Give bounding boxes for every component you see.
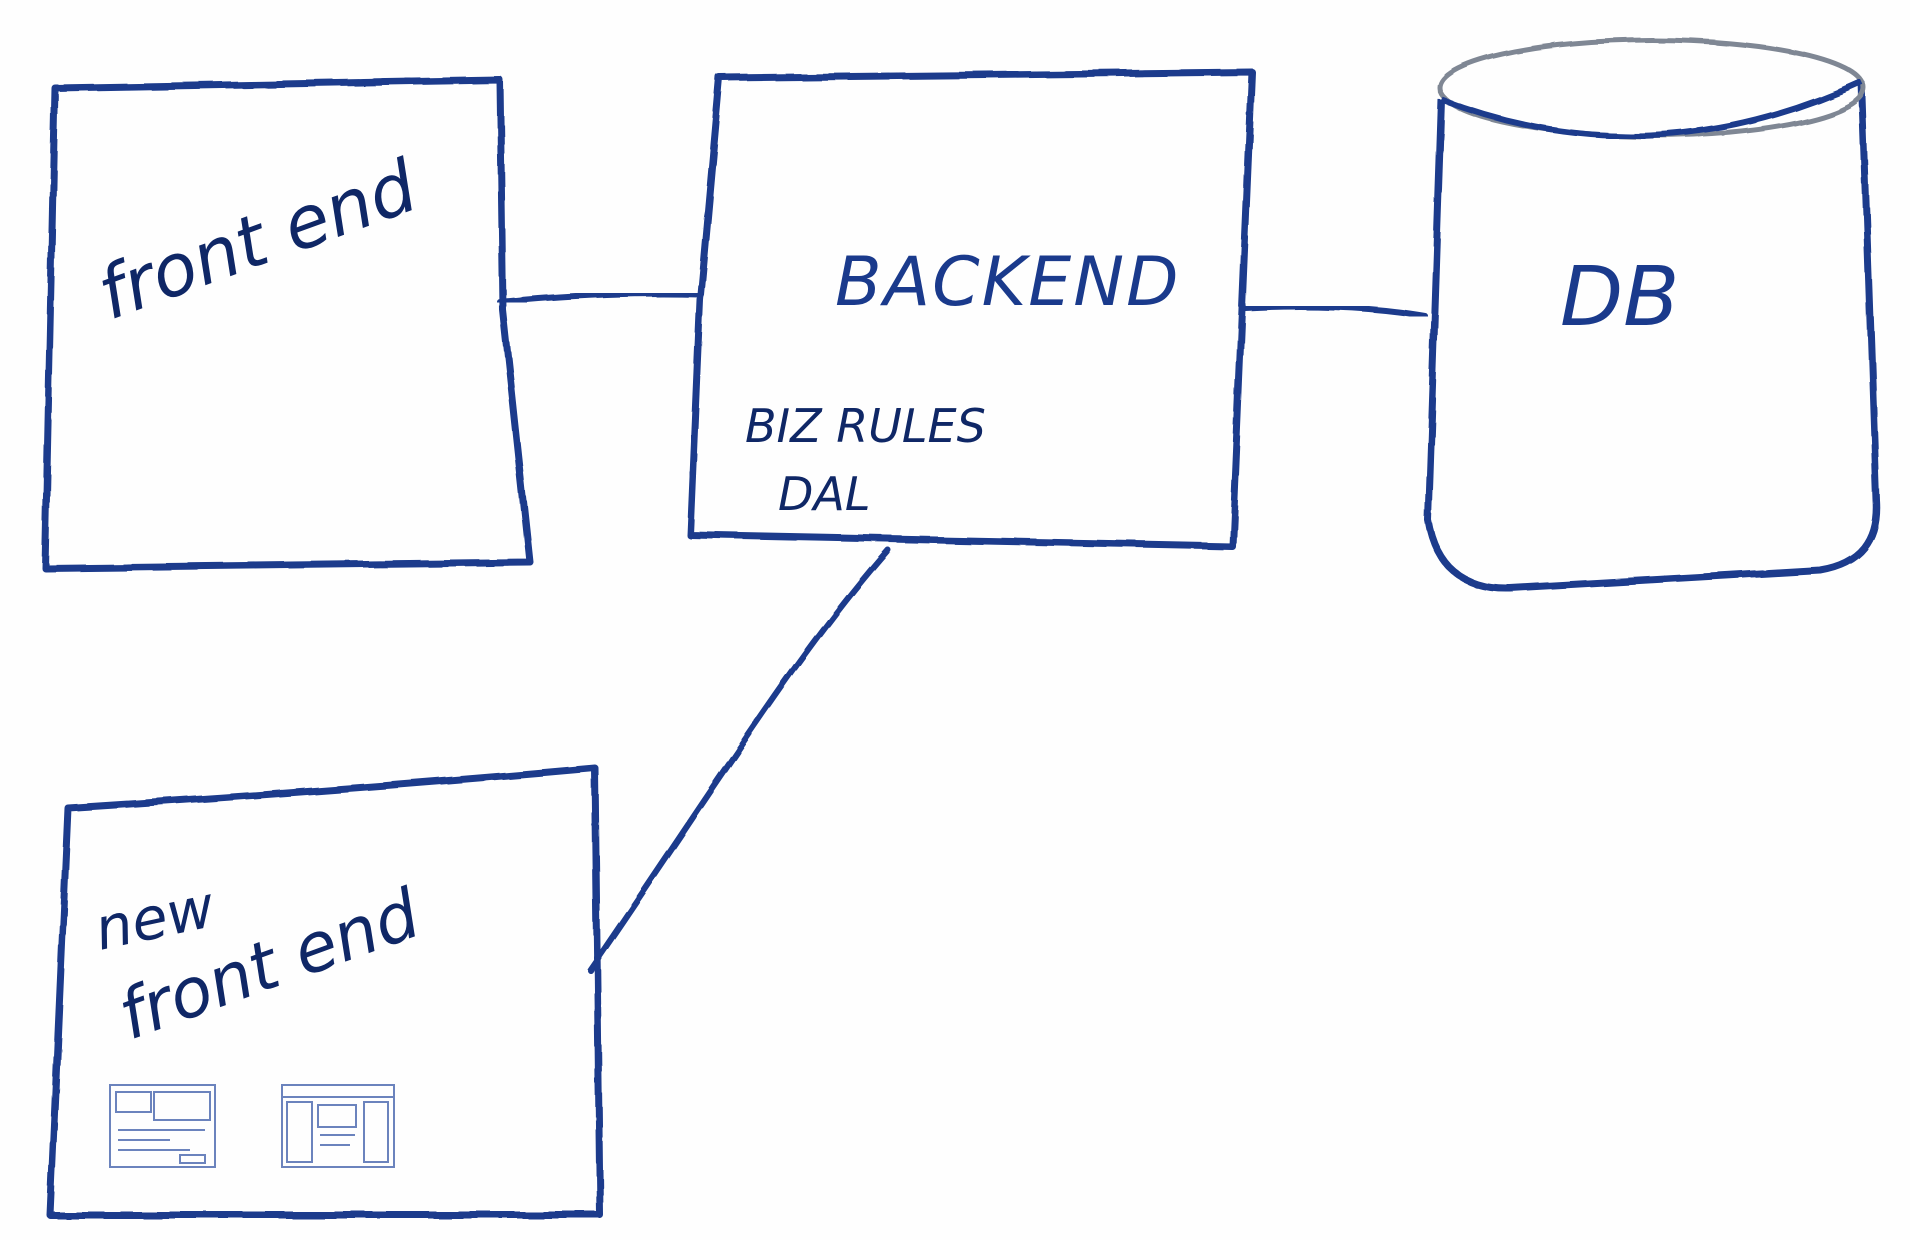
- db-cylinder-body: [1424, 81, 1880, 592]
- backend-note-dal: DAL: [778, 467, 871, 521]
- edge-backend-db: [1242, 303, 1428, 319]
- frontend-box: [41, 76, 534, 572]
- wireframe-sketch-2: [281, 1084, 395, 1168]
- new-frontend-box: [46, 764, 604, 1219]
- backend-box: [686, 68, 1256, 550]
- db-label: DB: [1560, 250, 1679, 345]
- backend-note-biz-rules: BIZ RULES: [745, 399, 986, 453]
- wireframe-sketch-1: [109, 1084, 216, 1168]
- edge-backend-new-frontend: [587, 547, 891, 973]
- frontend-label: front end: [87, 143, 428, 336]
- backend-label: BACKEND: [835, 243, 1180, 322]
- edge-frontend-backend: [497, 290, 703, 305]
- db-cylinder-front-rim: [1440, 79, 1864, 139]
